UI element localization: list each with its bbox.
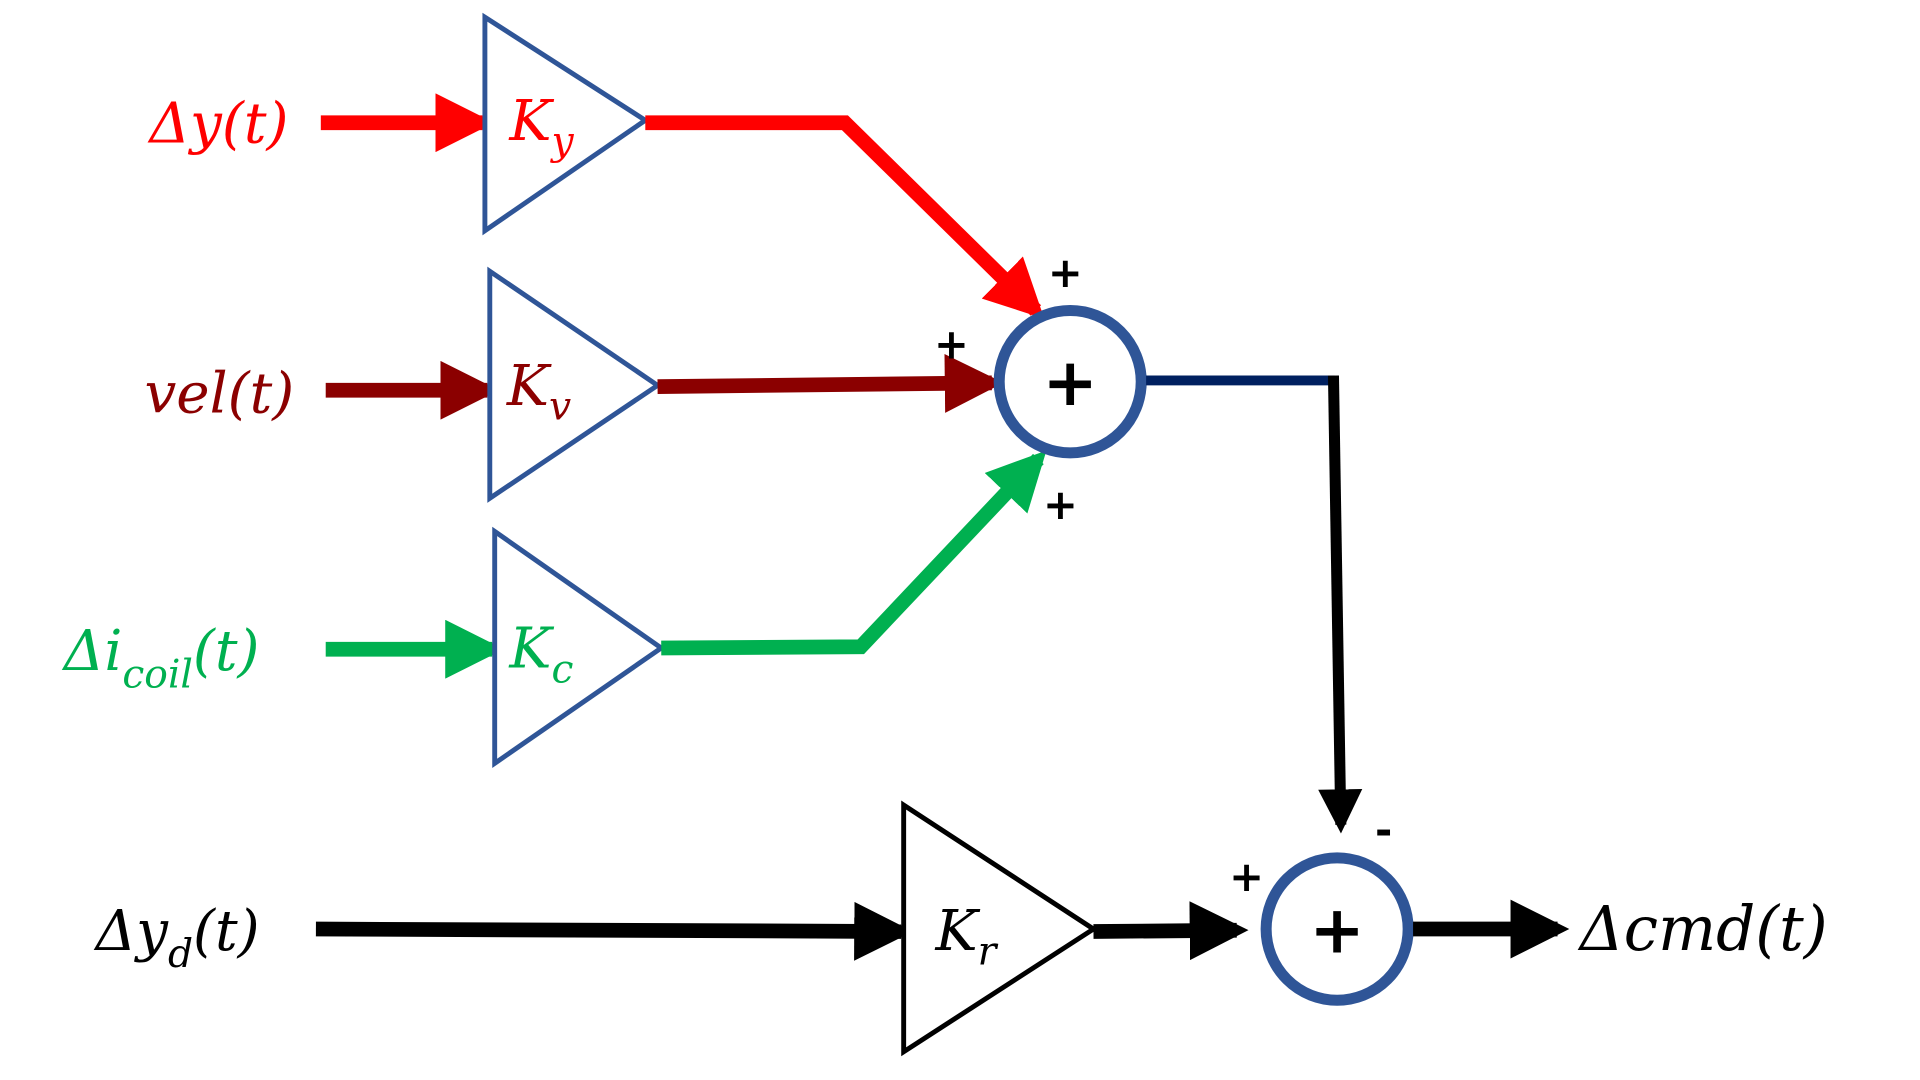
signal-kr-to-sum2 bbox=[1093, 901, 1249, 961]
input-label-dicoil: Δicoil(t) bbox=[62, 619, 260, 697]
sum1-sign-top: + bbox=[1048, 248, 1083, 297]
gain-block-kv: Kv bbox=[487, 266, 662, 503]
signal-ky-to-sum1 bbox=[645, 115, 1045, 319]
input-label-dyd: Δyd(t) bbox=[94, 899, 260, 977]
gain-label-ky: Ky bbox=[508, 89, 574, 165]
sum2-sign-top: - bbox=[1375, 805, 1392, 854]
sum2-sign-left: + bbox=[1229, 852, 1264, 901]
signal-kc-to-sum1 bbox=[661, 450, 1047, 656]
gain-label-kv: Kv bbox=[506, 354, 571, 430]
gain-block-kc: Kc bbox=[492, 526, 666, 769]
sum2-symbol: + bbox=[1309, 891, 1364, 968]
summing-junction-1: + bbox=[993, 304, 1147, 459]
input-label-vel: vel(t) bbox=[144, 361, 294, 426]
sum1-sign-left: + bbox=[934, 319, 969, 368]
gain-block-kr: Kr bbox=[901, 800, 1098, 1057]
arrow-dyd-to-kr bbox=[315, 901, 913, 961]
signal-kv-to-sum1 bbox=[657, 353, 1004, 413]
gain-label-kr: Kr bbox=[935, 899, 999, 975]
signal-feedback-to-sum2 bbox=[1318, 375, 1363, 834]
gain-label-kc: Kc bbox=[508, 617, 573, 693]
output-label-dcmd: Δcmd(t) bbox=[1578, 894, 1828, 965]
sum1-sign-bottom: + bbox=[1043, 480, 1078, 529]
summing-junction-2: + bbox=[1260, 852, 1414, 1006]
sum1-symbol: + bbox=[1043, 344, 1098, 421]
input-label-dy: Δy(t) bbox=[147, 91, 288, 156]
gain-block-ky: Ky bbox=[482, 12, 650, 236]
